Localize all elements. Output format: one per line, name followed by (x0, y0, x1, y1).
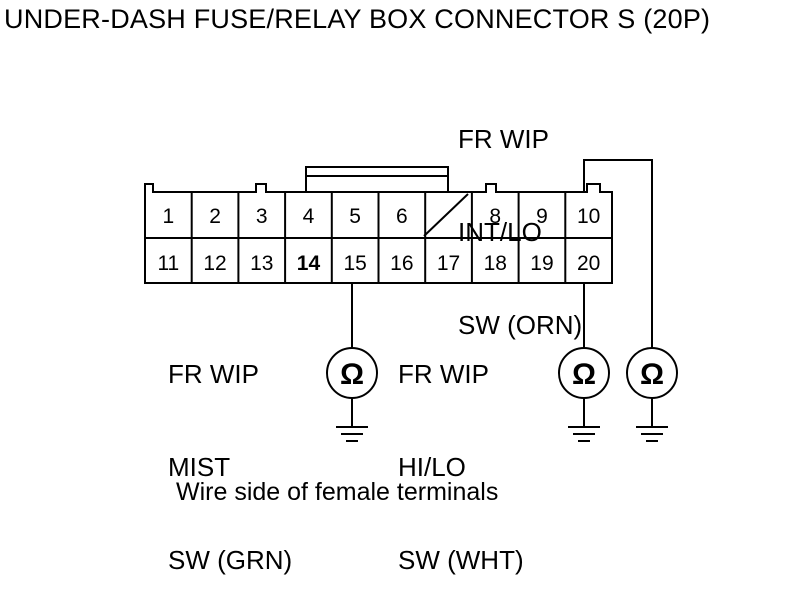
label-line: HI/LO (398, 452, 466, 482)
terminal-9: 9 (536, 205, 548, 228)
label-line: MIST (168, 452, 231, 482)
terminal-17: 17 (437, 252, 460, 275)
terminal-12: 12 (203, 252, 226, 275)
ohm-symbol: Ω (340, 358, 364, 391)
terminal-20: 20 (577, 252, 600, 275)
terminal-10: 10 (577, 205, 600, 228)
label-line: FR WIP (458, 124, 549, 154)
label-line: SW (GRN) (168, 545, 293, 575)
test-wires (351, 159, 653, 348)
label-line: SW (WHT) (398, 545, 524, 575)
ground-icon (336, 398, 368, 442)
ground-icon (636, 398, 668, 442)
terminal-11: 11 (157, 252, 179, 275)
terminal-14: 14 (297, 252, 321, 275)
terminal-6: 6 (396, 205, 408, 228)
ohmmeter-icon: Ω (558, 347, 610, 399)
diagram-caption: Wire side of female terminals (176, 478, 499, 506)
wire-terminal-10 (583, 159, 653, 348)
blank-terminal-slash (423, 193, 469, 237)
terminal-5: 5 (349, 205, 361, 228)
terminal-1: 1 (163, 205, 175, 228)
label-line: SW (ORN) (458, 310, 583, 340)
label-line: FR WIP (168, 359, 259, 389)
terminal-13: 13 (250, 252, 273, 275)
terminal-4: 4 (303, 205, 315, 228)
terminal-15: 15 (343, 252, 366, 275)
terminal-dividers (190, 192, 567, 283)
terminal-18: 18 (484, 252, 507, 275)
terminal-19: 19 (530, 252, 553, 275)
diagram-title: UNDER-DASH FUSE/RELAY BOX CONNECTOR S (2… (4, 4, 711, 34)
terminal-8: 8 (489, 205, 501, 228)
ohmmeter-icon: Ω (326, 347, 378, 399)
connector-outline (144, 183, 613, 284)
ohmmeter-icon: Ω (626, 347, 678, 399)
ground-icon (568, 398, 600, 442)
label-line: FR WIP (398, 359, 489, 389)
ohm-symbol: Ω (572, 358, 596, 391)
ohm-symbol: Ω (640, 358, 664, 391)
locking-tab (305, 166, 449, 192)
terminal-2: 2 (209, 205, 221, 228)
terminal-3: 3 (256, 205, 268, 228)
terminal-16: 16 (390, 252, 413, 275)
